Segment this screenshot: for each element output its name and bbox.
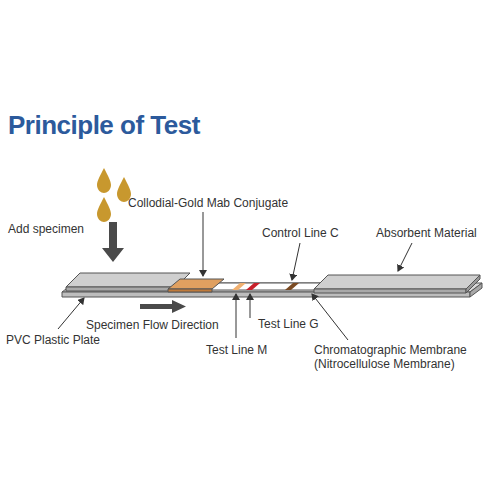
leader-lines bbox=[58, 212, 412, 340]
test-line-g-label: Test Line G bbox=[258, 317, 319, 331]
plate-label: PVC Plastic Plate bbox=[6, 333, 100, 347]
membrane bbox=[205, 283, 328, 290]
add-arrow bbox=[102, 222, 124, 262]
control-line-label: Control Line C bbox=[262, 226, 339, 240]
absorbent-label: Absorbent Material bbox=[376, 226, 477, 240]
flow-label: Specimen Flow Direction bbox=[86, 318, 219, 332]
specimen-drops bbox=[97, 168, 131, 222]
flow-arrow bbox=[140, 300, 186, 313]
conjugate-pad bbox=[168, 279, 224, 292]
test-line-m-label: Test Line M bbox=[206, 343, 267, 357]
membrane-label: Chromatographic Membrane (Nitrocellulose… bbox=[314, 343, 482, 372]
absorbent-pad bbox=[314, 275, 480, 293]
conjugate-label: Collodial-Gold Mab Conjugate bbox=[128, 196, 288, 210]
add-specimen-label: Add specimen bbox=[8, 222, 84, 236]
title: Principle of Test bbox=[8, 110, 200, 141]
